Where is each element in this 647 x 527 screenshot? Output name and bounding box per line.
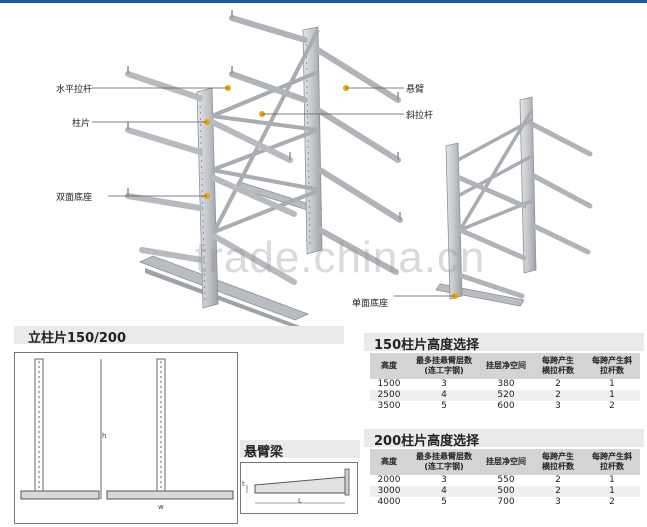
table200-title: 200柱片高度选择 <box>374 434 480 449</box>
single-base-beam <box>435 283 525 307</box>
table200-col-h-brace: 每跨产生横拉杆数 <box>532 449 584 475</box>
table-cell: 4 <box>408 390 480 401</box>
base-beam-shade <box>145 268 300 330</box>
table-cell: 3 <box>532 497 584 508</box>
table-cell: 1500 <box>370 379 408 390</box>
single-arms <box>457 121 593 299</box>
table-cell: 2 <box>532 486 584 497</box>
arm-tips <box>127 10 401 220</box>
table150-col-height: 高度 <box>370 353 408 379</box>
table150-col-h-brace: 每跨产生横拉杆数 <box>532 353 584 379</box>
table150-col-d-brace: 每跨产生斜拉杆数 <box>584 353 640 379</box>
single-sided-rack <box>435 96 593 307</box>
table150-title: 150柱片高度选择 <box>374 338 480 353</box>
table-cell: 3 <box>408 379 480 390</box>
table150-col-clearance: 挂层净空间 <box>480 353 532 379</box>
table200-col-height: 高度 <box>370 449 408 475</box>
callout-single-base: 单面底座 <box>352 299 389 309</box>
table150-header-row: 高度 最多挂悬臂层数(连工字钢) 挂层净空间 每跨产生横拉杆数 每跨产生斜拉杆数 <box>370 353 640 379</box>
column-section-title-bg <box>14 326 344 344</box>
rear-column <box>302 26 323 255</box>
braces <box>211 29 321 234</box>
dim-h-label: h <box>102 432 107 440</box>
table-cell: 4 <box>408 486 480 497</box>
table-row: 2000 3 550 2 1 <box>370 475 640 486</box>
table-cell: 2 <box>532 390 584 401</box>
table-cell: 5 <box>408 497 480 508</box>
dim-l-label: L <box>298 497 302 505</box>
table-cell: 1 <box>584 379 640 390</box>
single-front-column <box>445 142 463 300</box>
callout-column: 柱片 <box>72 119 91 129</box>
table200-header-row: 高度 最多挂悬臂层数(连工字钢) 挂层净空间 每跨产生横拉杆数 每跨产生斜拉杆数 <box>370 449 640 475</box>
front-arms <box>125 71 297 285</box>
double-sided-rack <box>125 10 403 330</box>
table-cell: 2 <box>584 401 640 412</box>
dim-w-label: w <box>158 503 164 511</box>
rear-arms-left <box>229 15 308 103</box>
table-cell: 3 <box>532 401 584 412</box>
callout-double-base: 双面底座 <box>56 193 93 203</box>
table200-col-layers: 最多挂悬臂层数(连工字钢) <box>408 449 480 475</box>
table-cell: 500 <box>480 486 532 497</box>
table-row: 3000 4 500 2 1 <box>370 486 640 497</box>
table-cell: 2500 <box>370 390 408 401</box>
table-cell: 4000 <box>370 497 408 508</box>
table-cell: 2000 <box>370 475 408 486</box>
table-cell: 3000 <box>370 486 408 497</box>
table-row: 1500 3 380 2 1 <box>370 379 640 390</box>
table150-col-layers: 最多挂悬臂层数(连工字钢) <box>408 353 480 379</box>
watermark: trade.china.cn <box>195 233 486 282</box>
table-cell: 1 <box>584 390 640 401</box>
table-row: 2500 4 520 2 1 <box>370 390 640 401</box>
table-cell: 520 <box>480 390 532 401</box>
base-beam-front <box>138 255 310 321</box>
table-cell: 1 <box>584 486 640 497</box>
single-braces <box>457 109 535 232</box>
table-cell: 2 <box>532 379 584 390</box>
table-cell: 700 <box>480 497 532 508</box>
callout-leaders <box>92 87 455 297</box>
table-cell: 550 <box>480 475 532 486</box>
table-row: 3500 5 600 3 2 <box>370 401 640 412</box>
column-drawing-frame <box>14 352 238 524</box>
table200-col-d-brace: 每跨产生斜拉杆数 <box>584 449 640 475</box>
table-cell: 3500 <box>370 401 408 412</box>
dim-t-label: t <box>242 480 245 488</box>
cantilever-rack-illustration <box>92 10 593 330</box>
beam-section-title-bg <box>240 440 360 458</box>
table-row: 4000 5 700 3 2 <box>370 497 640 508</box>
rear-arms-right <box>315 47 403 275</box>
callout-horizontal-brace: 水平拉杆 <box>56 85 93 95</box>
beam-drawing-frame <box>240 462 358 514</box>
table-cell: 380 <box>480 379 532 390</box>
table-cell: 600 <box>480 401 532 412</box>
table-cell: 2 <box>532 475 584 486</box>
single-rear-column <box>519 96 537 274</box>
table150-title-bg <box>364 333 644 351</box>
table-cell: 5 <box>408 401 480 412</box>
top-accent-line <box>0 0 647 3</box>
table-cell: 1 <box>584 475 640 486</box>
callout-diagonal-brace: 斜拉杆 <box>406 111 434 121</box>
callout-cantilever-arm: 悬臂 <box>406 85 425 95</box>
table200: 高度 最多挂悬臂层数(连工字钢) 挂层净空间 每跨产生横拉杆数 每跨产生斜拉杆数… <box>370 449 640 508</box>
table150: 高度 最多挂悬臂层数(连工字钢) 挂层净空间 每跨产生横拉杆数 每跨产生斜拉杆数… <box>370 353 640 412</box>
table-cell: 2 <box>584 497 640 508</box>
table200-title-bg <box>364 429 644 447</box>
table200-col-clearance: 挂层净空间 <box>480 449 532 475</box>
beam-section-title: 悬臂梁 <box>244 445 284 460</box>
table-cell: 3 <box>408 475 480 486</box>
column-drawing <box>20 358 234 500</box>
column-section-title: 立柱片150/200 <box>28 331 127 346</box>
beam-drawing <box>246 468 350 504</box>
